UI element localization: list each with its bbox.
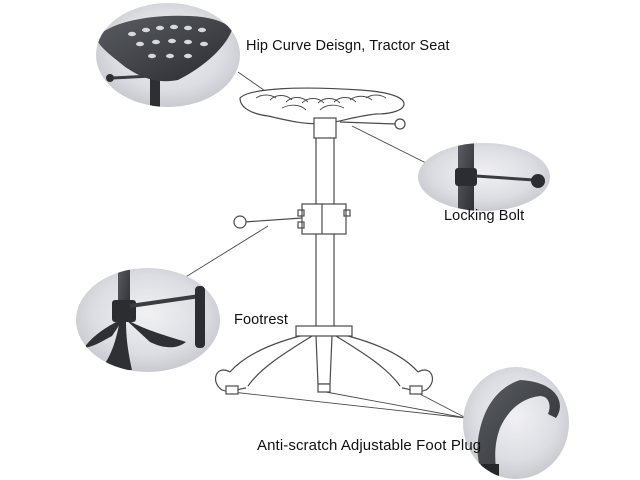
leader-line-plug-3 <box>415 391 467 419</box>
leader-line-footrest <box>183 225 269 279</box>
detail-bubble-plug <box>463 367 569 479</box>
label-foot-plug: Anti-scratch Adjustable Foot Plug <box>257 437 482 454</box>
label-footrest: Footrest <box>234 312 288 328</box>
detail-bubble-seat <box>96 3 240 107</box>
detail-bubble-footrest <box>76 268 220 372</box>
detail-bubble-bolt <box>418 143 550 211</box>
leader-line-bolt <box>351 125 429 165</box>
leader-line-plug-2 <box>325 391 467 419</box>
leader-line-seat <box>237 71 269 94</box>
label-tractor-seat: Hip Curve Deisgn, Tractor Seat <box>246 38 450 54</box>
label-locking-bolt: Locking Bolt <box>444 208 525 224</box>
leader-line-plug-1 <box>231 391 467 419</box>
stool-line-drawing <box>214 87 434 395</box>
